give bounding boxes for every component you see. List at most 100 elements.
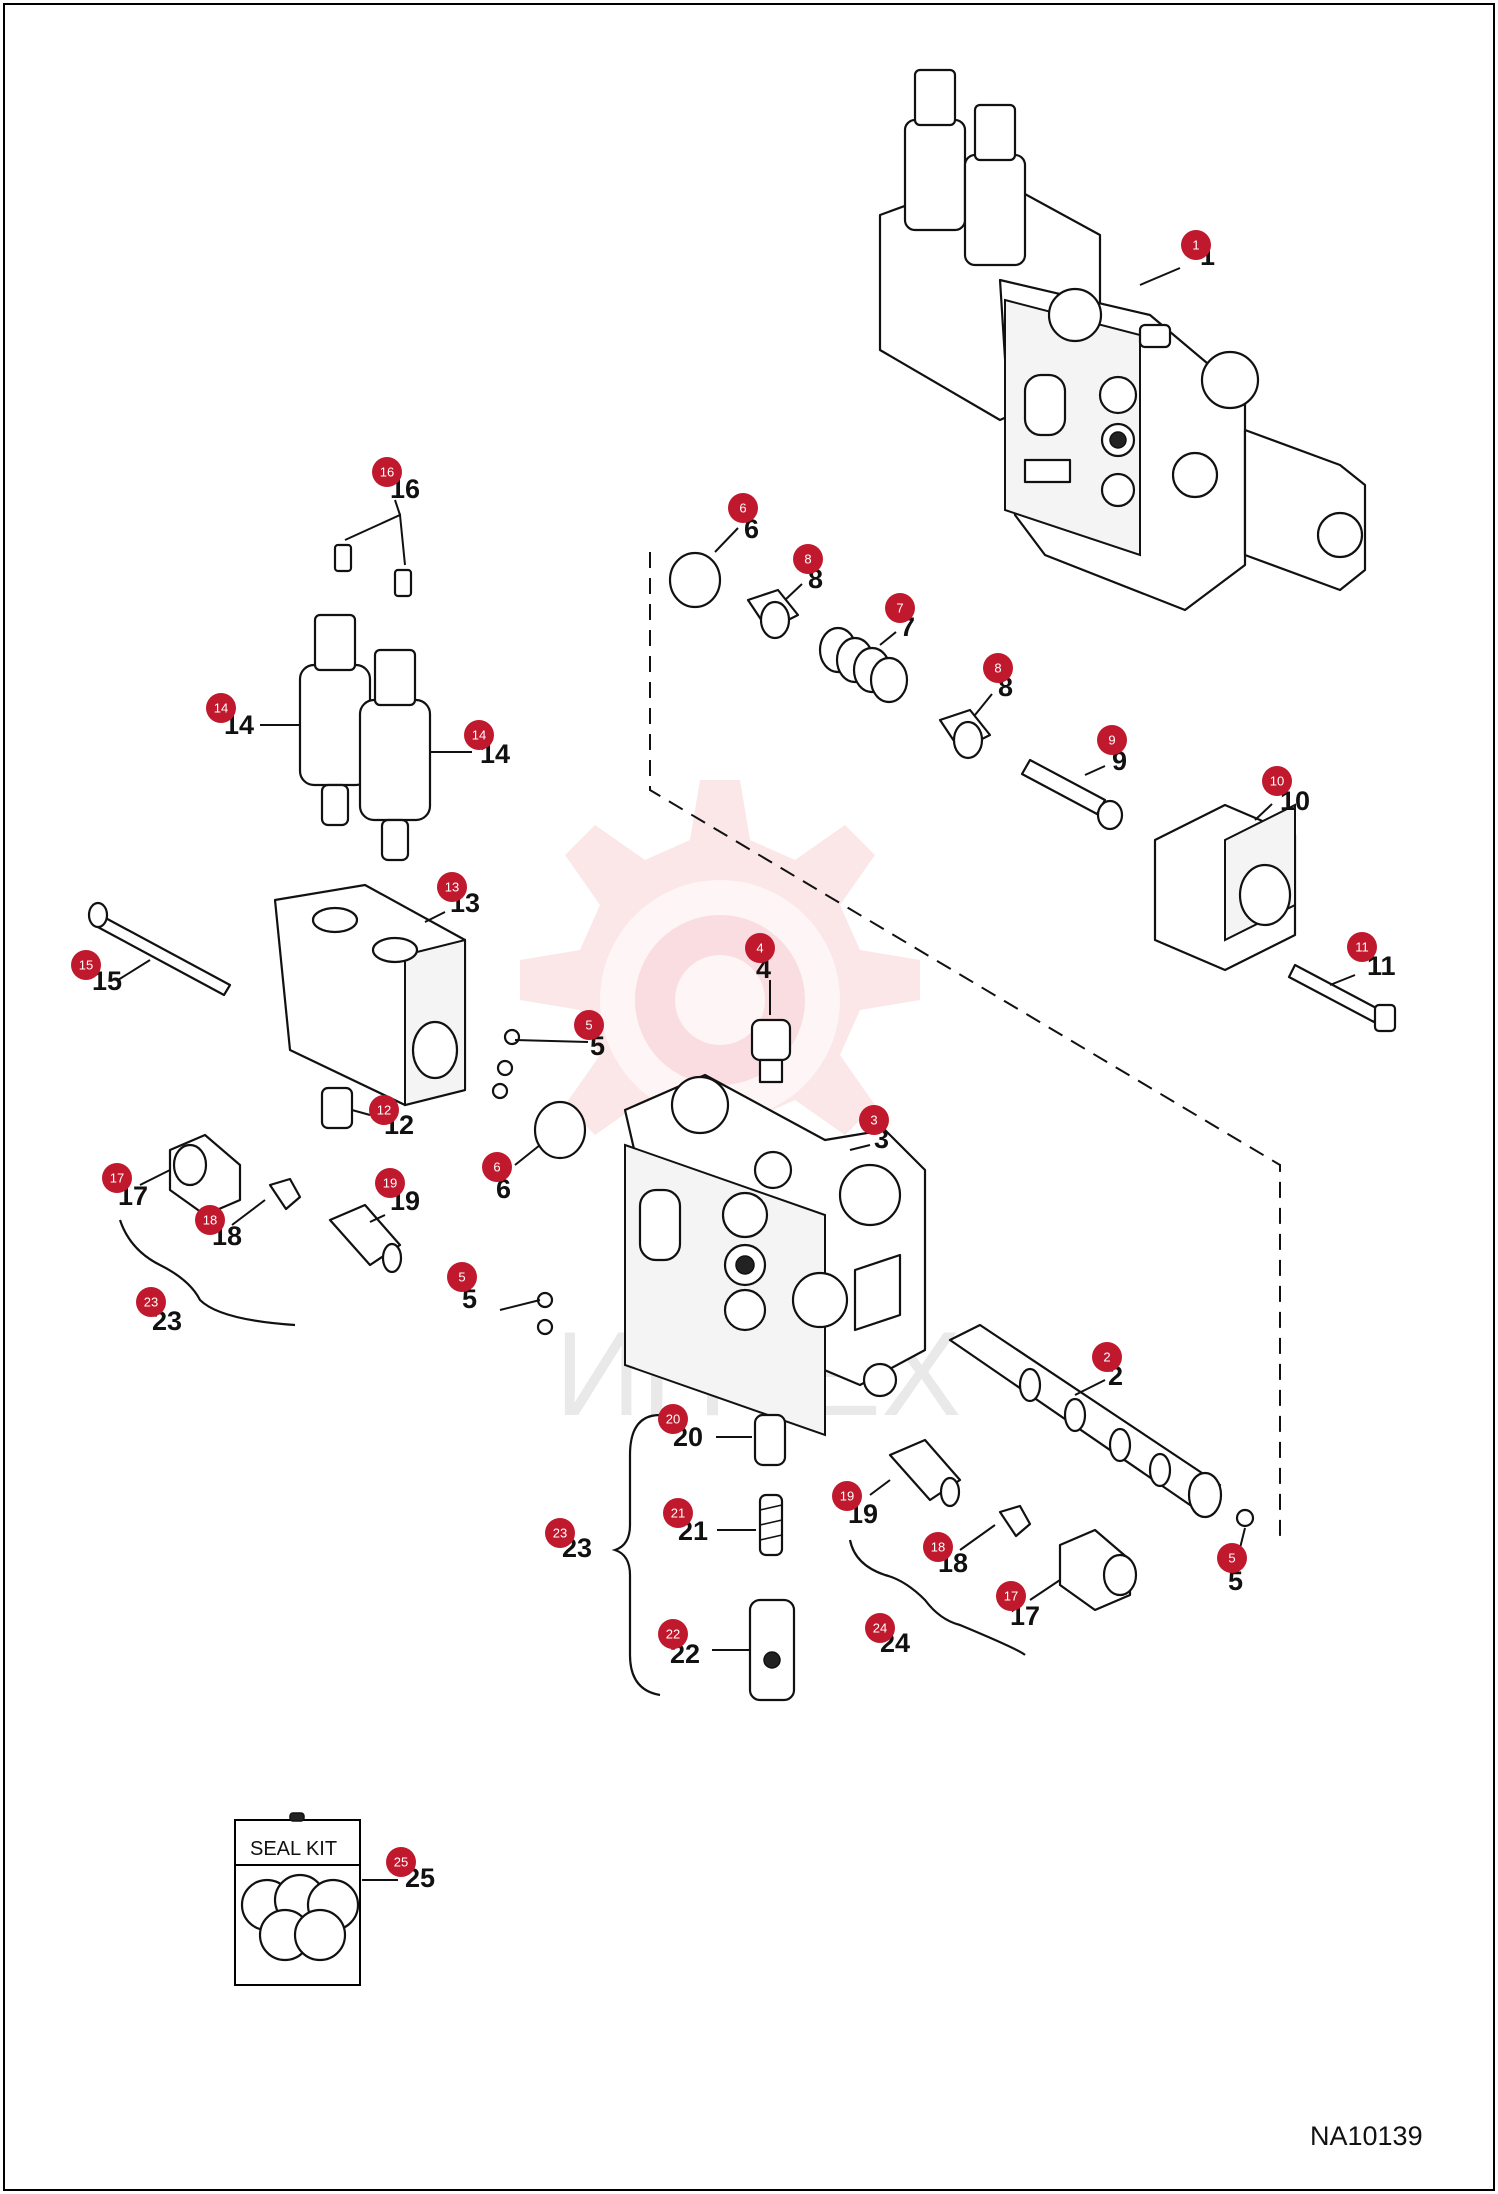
callout-badge-label: 11 [1355,940,1369,955]
poppet-part-18-left [268,1177,302,1211]
leader-line-9 [1084,765,1106,776]
spring-part-21 [758,1493,784,1557]
relief-valve-part-19-right [888,1438,962,1508]
callout-badge-4[interactable]: 4 [745,933,775,963]
callout-badge-circle [482,1152,512,1182]
callout-badge-21[interactable]: 21 [663,1498,693,1528]
callout-badge-circle [1097,725,1127,755]
leader-line-5c [1239,1527,1246,1549]
callout-badge-12[interactable]: 12 [369,1095,399,1125]
callout-badge-16[interactable]: 16 [372,457,402,487]
assembly-dashed-outline [649,552,1281,1545]
callout-badge-label: 15 [79,958,93,973]
callout-badge-15[interactable]: 15 [71,950,101,980]
callout-badge-14a[interactable]: 14 [206,693,236,723]
callout-badge-circle [832,1481,862,1511]
callout-badge-circle [859,1105,889,1135]
callout-badge-circle [574,1010,604,1040]
callout-badge-label: 5 [585,1018,592,1033]
leader-line-11 [1329,974,1356,986]
callout-badge-label: 19 [840,1489,854,1504]
leader-line-18b [959,1524,996,1551]
o-rings-part-5-lower [536,1291,554,1336]
leader-line-2 [1074,1379,1106,1396]
callout-badge-circle [1217,1543,1247,1573]
callout-badge-6b[interactable]: 6 [482,1152,512,1182]
leader-line-1 [1139,267,1181,286]
callout-badge-circle [372,457,402,487]
callout-badge-18b[interactable]: 18 [923,1532,953,1562]
leader-line-8b [974,693,993,716]
callout-badge-18a[interactable]: 18 [195,1205,225,1235]
callout-badge-label: 21 [671,1506,685,1521]
leader-line-3a [849,1144,871,1151]
callout-badge-2[interactable]: 2 [1092,1342,1122,1372]
callout-badge-13[interactable]: 13 [437,872,467,902]
callout-badge-9[interactable]: 9 [1097,725,1127,755]
solenoid-part-14-right [358,648,432,862]
callout-badge-label: 2 [1103,1350,1110,1365]
callout-badge-circle [658,1404,688,1434]
drawing-number: NA10139 [1310,2121,1423,2151]
callout-badge-circle [136,1287,166,1317]
callout-badge-label: 13 [445,880,459,895]
callout-badge-circle [206,693,236,723]
callout-badge-label: 17 [1004,1589,1018,1604]
callout-badge-6a[interactable]: 6 [728,493,758,523]
callout-badge-label: 22 [666,1627,680,1642]
callout-badge-23b[interactable]: 23 [545,1518,575,1548]
callout-badge-14b[interactable]: 14 [464,720,494,750]
leader-line-10 [1254,803,1273,821]
screw-part-11 [1287,963,1397,1033]
callout-badge-23a[interactable]: 23 [136,1287,166,1317]
callout-badge-circle [663,1498,693,1528]
callout-badge-circle [923,1532,953,1562]
callout-badge-10[interactable]: 10 [1262,766,1292,796]
callout-badge-25[interactable]: 25 [386,1847,416,1877]
callout-badge-17a[interactable]: 17 [102,1163,132,1193]
callout-badge-circle [369,1095,399,1125]
callout-badge-circle [437,872,467,902]
callout-badge-label: 7 [896,601,903,616]
callout-badge-circle [447,1262,477,1292]
leader-line-17a [139,1169,171,1186]
leader-line-17b [1029,1579,1061,1601]
callout-badge-20[interactable]: 20 [658,1404,688,1434]
callout-badge-label: 3 [870,1113,877,1128]
callout-badge-label: 8 [804,552,811,567]
callout-badge-5a[interactable]: 5 [574,1010,604,1040]
o-ring-part-6-top [668,551,722,609]
leader-line-6a [714,527,739,553]
callout-badge-8a[interactable]: 8 [793,544,823,574]
end-cap-part-10 [1153,803,1297,972]
callout-badge-11[interactable]: 11 [1347,932,1377,962]
callout-badge-label: 12 [377,1103,391,1118]
callout-badge-label: 16 [380,465,394,480]
spring-part-7 [818,626,909,704]
callout-badge-circle [71,950,101,980]
callout-badge-1[interactable]: 1 [1181,230,1211,260]
callout-badge-label: 5 [458,1270,465,1285]
leader-line-12 [351,1109,371,1116]
callout-badge-7[interactable]: 7 [885,593,915,623]
leader-line-18a [231,1199,266,1226]
callout-badge-3a[interactable]: 3 [859,1105,889,1135]
leader-line-7 [879,631,897,646]
callout-badge-label: 18 [203,1213,217,1228]
callout-badge-17b[interactable]: 17 [996,1581,1026,1611]
callout-badge-19b[interactable]: 19 [832,1481,862,1511]
callout-badge-5c[interactable]: 5 [1217,1543,1247,1573]
callout-badge-circle [745,933,775,963]
o-ring-part-6-middle [533,1100,587,1160]
screws-part-16 [333,513,413,598]
callout-badge-22[interactable]: 22 [658,1619,688,1649]
callout-badge-8b[interactable]: 8 [983,653,1013,683]
callout-badge-circle [1347,932,1377,962]
callout-badge-circle [386,1847,416,1877]
callout-badge-19a[interactable]: 19 [375,1168,405,1198]
plug-part-12 [320,1086,354,1130]
callout-badge-24[interactable]: 24 [865,1613,895,1643]
brace-group-23-left [118,1219,296,1327]
callout-badge-label: 23 [144,1295,158,1310]
callout-badge-5b[interactable]: 5 [447,1262,477,1292]
